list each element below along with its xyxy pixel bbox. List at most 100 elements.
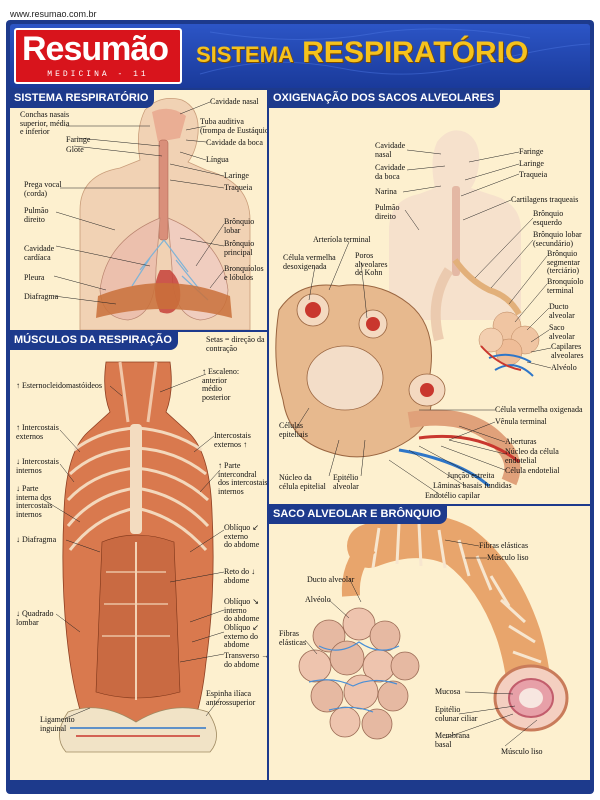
panel-title: SACO ALVEOLAR E BRÔNQUIO bbox=[269, 506, 448, 524]
label-lingua: Língua bbox=[206, 155, 229, 164]
label-pleura: Pleura bbox=[24, 273, 45, 282]
alveolar-oxygenation-illustration bbox=[275, 130, 540, 488]
label-musculo-liso-2: Músculo liso bbox=[501, 747, 543, 756]
label-narina: Narina bbox=[375, 187, 397, 196]
bronchus-rings bbox=[371, 523, 542, 664]
label-diafragma: ↓ Diafragma bbox=[16, 535, 57, 544]
label-musculo-liso-1: Músculo liso bbox=[487, 553, 529, 562]
label-faringe: Faringe bbox=[66, 135, 91, 144]
alveoli-cluster-small bbox=[478, 311, 540, 377]
panel-musculos: MÚSCULOS DA RESPIRAÇÃO Setas = direção d… bbox=[10, 332, 267, 780]
panel-saco-alveolar: SACO ALVEOLAR E BRÔNQUIO Fibras elástica… bbox=[269, 506, 590, 780]
poster-header: Resumão MEDICINA - 11 SISTEMA RESPIRATÓR… bbox=[10, 24, 590, 88]
label-esternocleidomastoideos: ↑ Esternocleidomastóideos bbox=[16, 381, 102, 390]
site-url: www.resumao.com.br bbox=[10, 9, 97, 19]
alveolar-sac-bronchus-illustration bbox=[298, 514, 569, 740]
label-celula-vermelha-oxigenada: Célula vermelha oxigenada bbox=[495, 405, 583, 414]
header-texture bbox=[199, 28, 590, 75]
panel-title: SISTEMA RESPIRATÓRIO bbox=[10, 90, 155, 108]
label-arteriola-terminal: Arteríola terminal bbox=[313, 235, 371, 244]
label-fibras-elasticas-1: Fibras elásticas bbox=[479, 541, 529, 550]
label-cavidade-nasal: Cavidade nasal bbox=[210, 97, 259, 106]
respiratory-muscles-illustration bbox=[59, 361, 217, 753]
label-bronquio-lobar: Brônquio lobar(secundário) bbox=[533, 230, 582, 248]
leader-lines bbox=[294, 149, 552, 495]
label-laringe: Laringe bbox=[519, 159, 544, 168]
logo-text: Resumão bbox=[22, 30, 169, 68]
label-traqueia: Traqueia bbox=[519, 170, 548, 179]
panel-title: OXIGENAÇÃO DOS SACOS ALVEOLARES bbox=[269, 90, 501, 108]
leader-lines bbox=[304, 539, 538, 747]
label-prega-vocal: Prega vocal(corda) bbox=[24, 180, 62, 198]
label-mucosa: Mucosa bbox=[435, 687, 461, 696]
label-aberturas: Aberturas bbox=[505, 437, 537, 446]
title-small: SISTEMA bbox=[196, 42, 294, 67]
label-tuba-auditiva: Tuba auditiva(trompa de Eustáquio) bbox=[200, 117, 267, 135]
logo-subtitle: MEDICINA - 11 bbox=[47, 70, 149, 79]
panel-oxigenacao: OXIGENAÇÃO DOS SACOS ALVEOLARES Cavidade… bbox=[269, 90, 590, 504]
label-transverso-abdome: Transverso →do abdome bbox=[224, 651, 267, 669]
title-big: RESPIRATÓRIO bbox=[302, 36, 529, 69]
panel-title: MÚSCULOS DA RESPIRAÇÃO bbox=[10, 332, 178, 350]
respiratory-system-illustration bbox=[79, 97, 251, 330]
label-endotelio-capilar: Endotélio capilar bbox=[425, 491, 480, 500]
label-ducto-alveolar: Ducto alveolar bbox=[307, 575, 355, 584]
label-reto-abdome: Reto do ↓abdome bbox=[224, 567, 256, 585]
leader-lines bbox=[53, 101, 225, 305]
label-laminas-basais: Lâminas basais fundidas bbox=[433, 481, 512, 490]
leader-lines bbox=[43, 373, 225, 719]
rib-lines bbox=[66, 426, 210, 551]
label-glote: Glote bbox=[66, 145, 84, 154]
label-diafragma: Diafragma bbox=[24, 292, 59, 301]
label-celula-endotelial: Célula endotelial bbox=[505, 466, 560, 475]
alveoli-grapes bbox=[298, 607, 420, 740]
label-faringe: Faringe bbox=[519, 147, 544, 156]
label-cartilagens-traqueais: Cartilagens traqueais bbox=[511, 195, 579, 204]
label-laringe: Laringe bbox=[224, 171, 249, 180]
alveolar-sac-cross-section bbox=[275, 284, 521, 488]
label-juncao-estreita: Junção estreita bbox=[447, 471, 495, 480]
label-traqueia: Traqueia bbox=[224, 183, 253, 192]
label-alveolo: Alvéolo bbox=[305, 595, 331, 604]
label-venula-terminal: Vênula terminal bbox=[495, 417, 547, 426]
label-alveolo: Alvéolo bbox=[551, 363, 577, 372]
